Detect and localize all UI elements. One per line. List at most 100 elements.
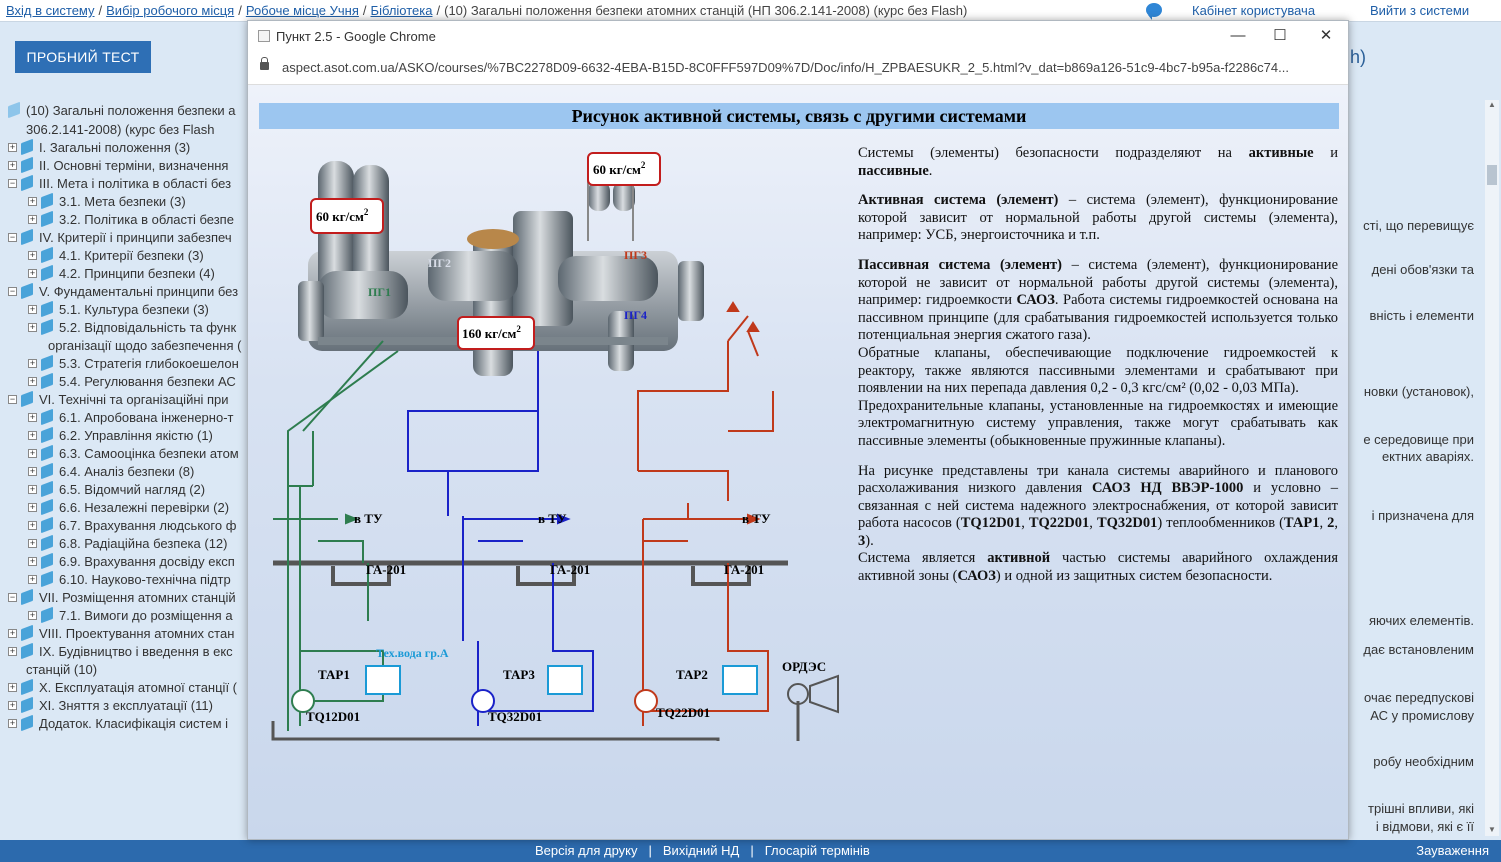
expand-icon[interactable]: + bbox=[28, 501, 37, 512]
collapse-icon[interactable]: − bbox=[8, 591, 17, 602]
tree-item[interactable]: +4.2. Принципи безпеки (4) bbox=[28, 264, 215, 282]
tree-item[interactable]: +6.7. Врахування людського ф bbox=[28, 516, 236, 534]
tree-item[interactable]: 306.2.141-2008) (курс без Flash bbox=[26, 120, 215, 138]
tree-item[interactable]: +6.10. Науково-технічна підтр bbox=[28, 570, 231, 588]
tree-item-label: 7.1. Вимоги до розміщення а bbox=[59, 607, 233, 623]
url-text[interactable]: aspect.asot.com.ua/ASKO/courses/%7BC2278… bbox=[282, 60, 1289, 75]
tree-item[interactable]: +6.1. Апробована інженерно-т bbox=[28, 408, 233, 426]
logout-link[interactable]: Вийти з системи bbox=[1370, 3, 1470, 18]
glossary-link[interactable]: Глосарій термінів bbox=[764, 843, 870, 858]
tree-item[interactable]: +6.9. Врахування досвіду експ bbox=[28, 552, 235, 570]
tree-item[interactable]: +3.1. Мета безпеки (3) bbox=[28, 192, 186, 210]
expand-icon[interactable]: + bbox=[28, 213, 37, 224]
collapse-icon[interactable]: − bbox=[8, 231, 17, 242]
minimize-icon[interactable]: — bbox=[1230, 27, 1246, 44]
expand-icon[interactable]: + bbox=[8, 159, 17, 170]
close-icon[interactable]: ✕ bbox=[1319, 27, 1333, 44]
popup-window: Пункт 2.5 - Google Chrome — ☐ ✕ aspect.a… bbox=[247, 20, 1349, 840]
tree-item[interactable]: +6.4. Аналіз безпеки (8) bbox=[28, 462, 194, 480]
tree-item[interactable]: організації щодо забезпечення ( bbox=[48, 336, 241, 354]
tree-item[interactable]: +I. Загальні положення (3) bbox=[8, 138, 190, 156]
book-icon bbox=[41, 354, 53, 372]
tree-item[interactable]: +6.8. Радіаційна безпека (12) bbox=[28, 534, 228, 552]
collapse-icon[interactable]: − bbox=[8, 177, 17, 188]
expand-icon[interactable]: + bbox=[28, 357, 37, 368]
tree-item[interactable]: (10) Загальні положення безпеки а bbox=[8, 101, 236, 119]
tree-item[interactable]: +6.5. Відомчий нагляд (2) bbox=[28, 480, 205, 498]
tree-item[interactable]: −IV. Критерії і принципи забезпеч bbox=[8, 228, 232, 246]
book-icon bbox=[21, 156, 33, 174]
collapse-icon[interactable]: − bbox=[8, 285, 17, 296]
paragraph-active: Активная система (элемент) – система (эл… bbox=[858, 192, 1338, 244]
tree-item[interactable]: +7.1. Вимоги до розміщення а bbox=[28, 606, 233, 624]
expand-icon[interactable]: + bbox=[8, 645, 17, 656]
expand-icon[interactable]: + bbox=[28, 249, 37, 260]
background-text-line: АС у промислову bbox=[1370, 708, 1474, 723]
tree-item[interactable]: −VI. Технічні та організаційні при bbox=[8, 390, 229, 408]
scroll-thumb[interactable] bbox=[1487, 165, 1497, 185]
expand-icon[interactable]: + bbox=[28, 303, 37, 314]
expand-icon[interactable]: + bbox=[28, 447, 37, 458]
tree-item[interactable]: −VII. Розміщення атомних станцій bbox=[8, 588, 236, 606]
tap3-label: ТАР3 bbox=[503, 667, 535, 682]
tree-item[interactable]: +5.2. Відповідальність та функ bbox=[28, 318, 236, 336]
tree-item[interactable]: +4.1. Критерії безпеки (3) bbox=[28, 246, 204, 264]
tree-item[interactable]: + II. Основні терміни, визначення bbox=[8, 156, 228, 174]
address-bar[interactable]: aspect.asot.com.ua/ASKO/courses/%7BC2278… bbox=[248, 51, 1348, 85]
tree-item[interactable]: +6.3. Самооцінка безпеки атом bbox=[28, 444, 239, 462]
expand-icon[interactable]: + bbox=[8, 699, 17, 710]
tree-item[interactable]: станцій (10) bbox=[26, 660, 97, 678]
breadcrumb-login[interactable]: Вхід в систему bbox=[6, 3, 95, 18]
expand-icon[interactable]: + bbox=[28, 321, 37, 332]
expand-icon[interactable]: + bbox=[28, 555, 37, 566]
page-scrollbar[interactable] bbox=[1485, 100, 1499, 836]
expand-icon[interactable]: + bbox=[28, 573, 37, 584]
book-icon bbox=[41, 318, 53, 336]
tree-item[interactable]: +IX. Будівництво і введення в екс bbox=[8, 642, 233, 660]
tree-item[interactable]: +6.6. Незалежні перевірки (2) bbox=[28, 498, 229, 516]
expand-icon[interactable]: + bbox=[8, 141, 17, 152]
collapse-icon[interactable]: − bbox=[8, 393, 17, 404]
tree-item[interactable]: −III. Мета і політика в області без bbox=[8, 174, 231, 192]
expand-icon[interactable]: + bbox=[28, 375, 37, 386]
expand-icon[interactable]: + bbox=[28, 519, 37, 530]
expand-icon[interactable]: + bbox=[28, 429, 37, 440]
source-nd-link[interactable]: Вихідний НД bbox=[662, 843, 740, 858]
popup-titlebar[interactable]: Пункт 2.5 - Google Chrome — ☐ ✕ bbox=[248, 21, 1348, 51]
expand-icon[interactable]: + bbox=[8, 717, 17, 728]
expand-icon[interactable]: + bbox=[28, 267, 37, 278]
maximize-icon[interactable]: ☐ bbox=[1273, 27, 1287, 44]
expand-icon[interactable]: + bbox=[8, 681, 17, 692]
expand-icon[interactable]: + bbox=[28, 465, 37, 476]
tree-item-label: II. Основні терміни, визначення bbox=[39, 157, 229, 173]
tree-item[interactable]: +3.2. Політика в області безпе bbox=[28, 210, 234, 228]
chat-icon[interactable] bbox=[1146, 3, 1162, 20]
tree-item[interactable]: +5.3. Стратегія глибокоешелон bbox=[28, 354, 239, 372]
tree-item[interactable]: +5.1. Культура безпеки (3) bbox=[28, 300, 209, 318]
tree-item[interactable]: +X. Експлуатація атомної станції ( bbox=[8, 678, 237, 696]
tree-item[interactable]: +6.2. Управління якістю (1) bbox=[28, 426, 213, 444]
book-icon bbox=[21, 642, 33, 660]
expand-icon[interactable]: + bbox=[28, 609, 37, 620]
expand-icon[interactable]: + bbox=[8, 627, 17, 638]
tree-item[interactable]: +XI. Зняття з експлуатації (11) bbox=[8, 696, 213, 714]
print-version-link[interactable]: Версія для друку bbox=[535, 843, 638, 858]
tree-item[interactable]: +Додаток. Класифікація систем і bbox=[8, 714, 228, 732]
remarks-link[interactable]: Зауваження bbox=[1416, 843, 1489, 858]
tree-item[interactable]: −V. Фундаментальні принципи без bbox=[8, 282, 238, 300]
trial-test-button[interactable]: ПРОБНИЙ ТЕСТ bbox=[15, 41, 151, 73]
breadcrumb-workplace-select[interactable]: Вибір робочого місця bbox=[106, 3, 235, 18]
tree-item[interactable]: +5.4. Регулювання безпеки АС bbox=[28, 372, 236, 390]
expand-icon[interactable]: + bbox=[28, 537, 37, 548]
breadcrumb-library[interactable]: Бібліотека bbox=[370, 3, 433, 18]
expand-icon[interactable]: + bbox=[28, 195, 37, 206]
tree-item[interactable]: +VIII. Проектування атомних стан bbox=[8, 624, 234, 642]
scroll-down-icon[interactable]: ▼ bbox=[1488, 825, 1496, 834]
heat-exchanger-2-icon bbox=[722, 665, 758, 695]
breadcrumb-student-workplace[interactable]: Робоче місце Учня bbox=[245, 3, 359, 18]
expand-icon[interactable]: + bbox=[28, 411, 37, 422]
book-icon bbox=[41, 570, 53, 588]
expand-icon[interactable]: + bbox=[28, 483, 37, 494]
scroll-up-icon[interactable]: ▲ bbox=[1488, 100, 1496, 109]
user-cabinet-link[interactable]: Кабінет користувача bbox=[1192, 3, 1316, 18]
